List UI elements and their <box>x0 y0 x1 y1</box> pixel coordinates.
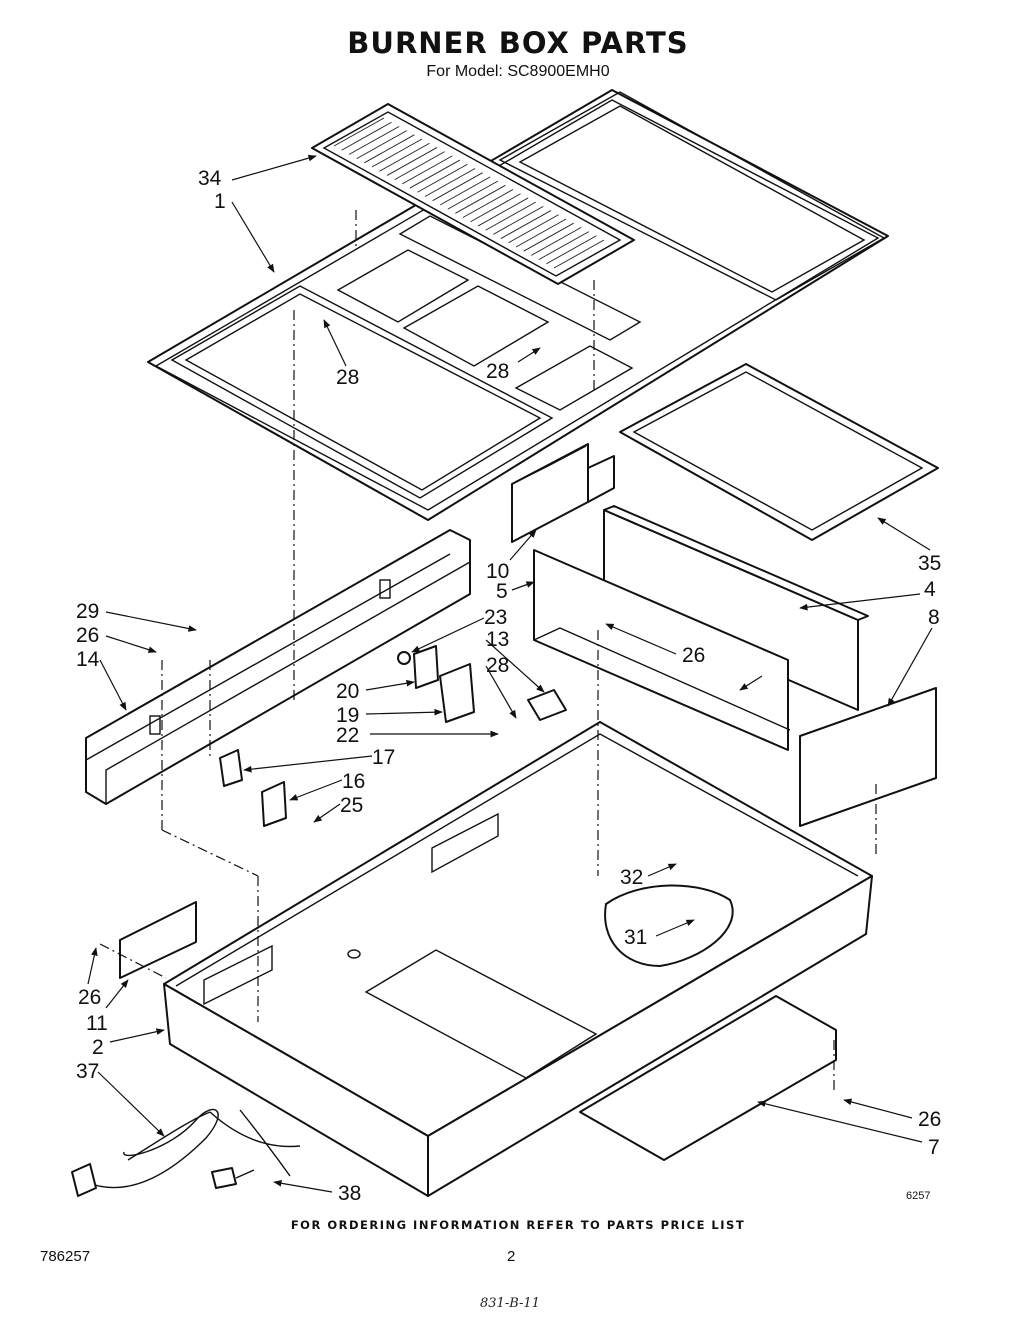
grille-slat <box>402 155 453 185</box>
callout-28: 28 <box>486 654 509 677</box>
grille-slat <box>341 121 392 151</box>
grille-slat <box>546 235 597 265</box>
assembly-lines <box>99 210 877 1094</box>
grille-slat <box>477 197 529 227</box>
grille-slat <box>455 184 506 214</box>
grille-slat <box>417 163 468 193</box>
switch-assembly <box>219 645 567 827</box>
callout-labels: 34 1 28 28 35 10 5 4 8 29 26 14 23 13 26… <box>76 167 941 1205</box>
burner-box-2 <box>163 721 873 1197</box>
grille-slat <box>409 159 461 189</box>
callout-10: 10 <box>486 560 509 583</box>
ordering-note: FOR ORDERING INFORMATION REFER TO PARTS … <box>290 1218 746 1232</box>
grille-slat <box>531 226 582 256</box>
callout-26: 26 <box>78 986 101 1009</box>
callout-25: 25 <box>340 794 363 817</box>
callout-28: 28 <box>336 366 359 389</box>
power-cord <box>71 1108 301 1197</box>
grille-slat <box>432 172 483 202</box>
grille-slat <box>493 205 544 235</box>
bracket-10 <box>511 443 615 543</box>
grille-slat <box>500 210 552 239</box>
callout-35: 35 <box>918 552 941 575</box>
callout-4: 4 <box>924 578 936 601</box>
callout-38: 38 <box>338 1182 361 1205</box>
callout-37: 37 <box>76 1060 99 1083</box>
document-number: 786257 <box>40 1248 91 1265</box>
grille-slat <box>508 214 559 244</box>
grille-slat <box>333 117 385 147</box>
grille-slat <box>447 180 499 210</box>
plate-11 <box>119 901 197 979</box>
drip-tray <box>619 363 939 541</box>
callout-19: 19 <box>336 704 359 727</box>
grille-slat <box>439 176 491 206</box>
baffle-panel-5 <box>533 549 791 751</box>
grille-slat <box>523 222 574 252</box>
callout-20: 20 <box>336 680 359 703</box>
grille-slat <box>356 130 407 160</box>
cooktop-top-frame <box>147 89 889 521</box>
callout-11: 11 <box>86 1012 108 1035</box>
model-subtitle: For Model: SC8900EMH0 <box>426 63 610 80</box>
grille-slat <box>379 142 430 172</box>
control-bracket-14 <box>85 529 471 805</box>
callout-17: 17 <box>372 746 395 769</box>
grille-slat <box>348 126 400 155</box>
callout-13: 13 <box>486 628 509 651</box>
grille-slat <box>371 138 423 168</box>
page-number: 2 <box>507 1248 516 1265</box>
drawing-code: 6257 <box>906 1190 931 1202</box>
callout-16: 16 <box>342 770 365 793</box>
callout-14: 14 <box>76 648 100 671</box>
handwritten-code: 831-B-11 <box>480 1296 540 1311</box>
callout-1: 1 <box>214 190 226 213</box>
vent-grille <box>311 103 635 285</box>
grille-slat <box>553 239 605 269</box>
grille-slat <box>386 147 438 176</box>
callout-32: 32 <box>620 866 643 889</box>
callout-31: 31 <box>624 926 647 949</box>
grille-slat <box>470 193 521 223</box>
callout-26: 26 <box>682 644 705 667</box>
callout-34: 34 <box>198 167 222 190</box>
callout-5: 5 <box>496 580 508 603</box>
grille-slat <box>364 134 415 164</box>
callout-2: 2 <box>92 1036 104 1059</box>
grille-slat <box>515 218 567 248</box>
callout-28: 28 <box>486 360 509 383</box>
callout-8: 8 <box>928 606 940 629</box>
bottom-pan-7 <box>579 995 837 1161</box>
page-title: BURNER BOX PARTS <box>347 26 689 60</box>
grille-slat <box>462 189 514 218</box>
callout-leaders <box>87 154 933 1193</box>
grille-slat <box>485 201 536 231</box>
grille-slat <box>394 151 445 181</box>
callout-23: 23 <box>484 606 507 629</box>
callout-29: 29 <box>76 600 99 623</box>
baffle-panel-4 <box>603 505 869 711</box>
callout-7: 7 <box>928 1136 940 1159</box>
callout-22: 22 <box>336 724 359 747</box>
grille-slat <box>424 168 476 197</box>
grille-slat <box>538 231 590 260</box>
side-panel-8 <box>799 687 937 827</box>
callout-26: 26 <box>76 624 99 647</box>
callout-26: 26 <box>918 1108 941 1131</box>
